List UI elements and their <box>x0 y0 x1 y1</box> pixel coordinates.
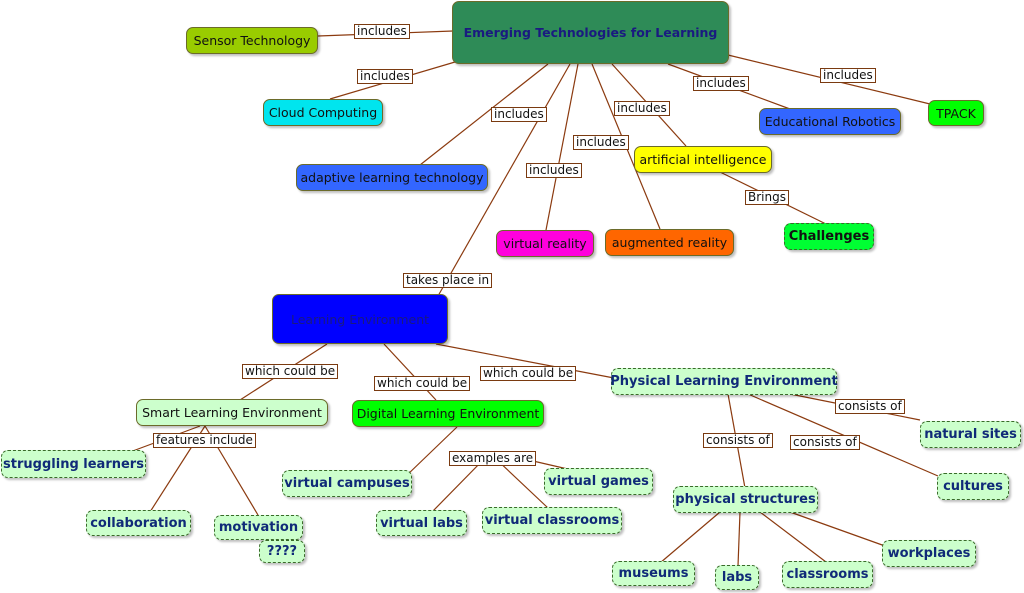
link-label-which-could-be-smart: which could be <box>242 364 339 379</box>
edge-emerging-vr <box>545 63 579 231</box>
node-question-marks[interactable]: ???? <box>259 540 305 563</box>
edge-emerging-learning <box>437 63 571 297</box>
link-label-includes-tpack: includes <box>820 68 876 83</box>
edge-structures-labs <box>737 511 741 567</box>
node-virtual-campuses[interactable]: virtual campuses <box>282 470 412 497</box>
node-struggling-learners[interactable]: struggling learners <box>1 450 146 478</box>
link-label-includes-ai: includes <box>614 101 670 116</box>
node-augmented-reality[interactable]: augmented reality <box>605 229 734 256</box>
link-label-brings: Brings <box>745 190 789 205</box>
edge-emerging-adaptive <box>419 63 549 166</box>
node-labs[interactable]: labs <box>715 565 759 590</box>
node-motivation[interactable]: motivation <box>214 515 303 540</box>
node-sensor-technology[interactable]: Sensor Technology <box>186 27 318 54</box>
node-digital-learning-environment[interactable]: Digital Learning Environment <box>352 400 544 427</box>
link-label-includes-adaptive: includes <box>491 107 547 122</box>
link-label-includes-ar: includes <box>573 135 629 150</box>
node-virtual-classrooms[interactable]: virtual classrooms <box>482 507 622 534</box>
node-physical-learning-environment[interactable]: Physical Learning Environment <box>610 368 838 395</box>
link-label-examples-are: examples are <box>449 451 537 466</box>
link-label-consists-of-natural: consists of <box>835 399 905 414</box>
node-cloud-computing[interactable]: Cloud Computing <box>263 99 383 126</box>
node-smart-learning-environment[interactable]: Smart Learning Environment <box>136 399 328 426</box>
node-tpack[interactable]: TPACK <box>928 100 984 126</box>
link-label-consists-of-structures: consists of <box>703 433 773 448</box>
edge-structures-museums <box>659 511 721 564</box>
link-label-features-include: features include <box>153 433 256 448</box>
node-virtual-labs[interactable]: virtual labs <box>376 510 467 536</box>
edge-learning-digital <box>383 343 437 401</box>
node-adaptive-learning-technology[interactable]: adaptive learning technology <box>296 164 488 191</box>
node-natural-sites[interactable]: natural sites <box>920 421 1021 448</box>
edge-structures-classrooms <box>759 511 827 563</box>
node-classrooms[interactable]: classrooms <box>782 561 873 588</box>
node-cultures[interactable]: cultures <box>937 473 1009 500</box>
edge-structures-workplaces <box>789 511 886 547</box>
node-artificial-intelligence[interactable]: artificial intelligence <box>634 146 772 173</box>
link-label-consists-of-cultures: consists of <box>790 435 860 450</box>
link-label-includes-cloud: includes <box>357 69 413 84</box>
edge-digital-classrooms <box>494 457 549 509</box>
node-emerging-technologies[interactable]: Emerging Technologies for Learning <box>452 1 729 64</box>
node-physical-structures[interactable]: physical structures <box>673 486 818 513</box>
node-collaboration[interactable]: collaboration <box>86 510 191 536</box>
node-virtual-games[interactable]: virtual games <box>544 468 653 495</box>
link-label-includes-vr: includes <box>526 163 582 178</box>
link-label-which-could-be-digital: which could be <box>374 376 471 391</box>
link-label-includes-sensor: includes <box>354 24 410 39</box>
node-museums[interactable]: museums <box>612 561 695 586</box>
link-label-takes-place-in: takes place in <box>403 273 493 288</box>
node-learning-environment[interactable]: Learning Environment <box>272 294 448 344</box>
node-virtual-reality[interactable]: virtual reality <box>496 230 594 257</box>
edge-digital-labs <box>431 457 486 513</box>
node-workplaces[interactable]: workplaces <box>882 540 976 567</box>
link-label-which-could-be-physical: which could be <box>480 366 577 381</box>
edge-digital-campuses <box>404 426 458 478</box>
link-label-includes-robotics: includes <box>693 76 749 91</box>
node-challenges[interactable]: Challenges <box>784 223 874 250</box>
edge-learning-physical <box>435 343 615 379</box>
node-educational-robotics[interactable]: Educational Robotics <box>759 108 901 135</box>
